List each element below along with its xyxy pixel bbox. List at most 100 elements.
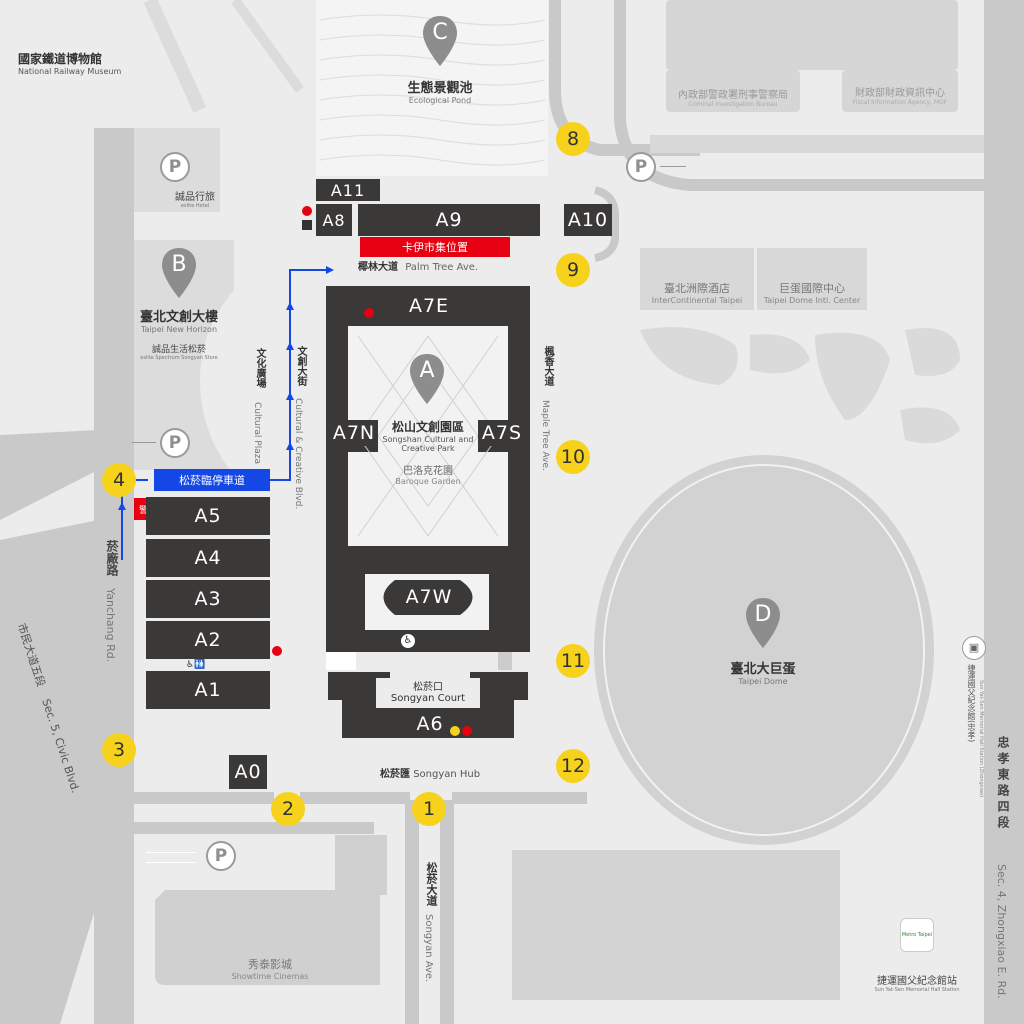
horizon-letter: B bbox=[171, 252, 187, 277]
spectrum-label: 誠品生活松菸 eslite Spectrum Songyan Store bbox=[120, 342, 238, 361]
fiscal-zh: 財政部財政資訊中心 bbox=[855, 88, 945, 99]
park-main-en1: Songshan Cultural and bbox=[382, 435, 474, 444]
hall-a11[interactable]: A11 bbox=[316, 179, 380, 201]
hall-a9[interactable]: A9 bbox=[358, 204, 540, 236]
route-arrows bbox=[118, 266, 334, 560]
park-main-zh: 松山文創園區 bbox=[391, 420, 464, 434]
intercontinental-zh: 臺北洲際酒店 bbox=[664, 282, 730, 295]
park-main-letter: A bbox=[419, 358, 435, 383]
hub-label: 松菸匯 Songyan Hub bbox=[380, 765, 480, 780]
museum-en: National Railway Museum bbox=[18, 67, 122, 76]
mrt-label: 捷運國父紀念館站 Sun Yat-Sen Memorial Hall Stati… bbox=[862, 972, 972, 993]
baroque-en: Baroque Garden bbox=[395, 477, 461, 486]
intercontinental-en: InterContinental Taipei bbox=[651, 296, 743, 305]
gate-2[interactable]: 2 bbox=[271, 792, 305, 826]
horizon-label: 臺北文創大樓 Taipei New Horizon bbox=[120, 306, 238, 334]
gate-9[interactable]: 9 bbox=[556, 253, 590, 287]
songyan-ave-en: Songyan Ave. bbox=[423, 914, 434, 983]
cultural-plaza-en: Cultural Plaza bbox=[252, 402, 262, 464]
police-label: 內政部警政署刑事警察局 Criminal Investigation Burea… bbox=[666, 86, 800, 108]
fiscal-label: 財政部財政資訊中心 Fiscal Information Agency, MOF bbox=[842, 84, 958, 106]
dome-center-en: Taipei Dome Intl. Center bbox=[763, 296, 861, 305]
atm-icon bbox=[462, 726, 472, 736]
parking-icon[interactable]: P bbox=[160, 152, 190, 182]
palm-label: 椰林大道 Palm Tree Ave. bbox=[358, 258, 478, 273]
cinema-zh: 秀泰影城 bbox=[248, 958, 292, 971]
hall-a6[interactable]: A6 bbox=[416, 713, 444, 735]
dome-letter: D bbox=[754, 602, 772, 627]
pond-en: Ecological Pond bbox=[408, 96, 472, 105]
palm-zh: 椰林大道 bbox=[358, 262, 398, 273]
hall-a7w[interactable]: A7W bbox=[405, 586, 453, 608]
atm-icon bbox=[364, 308, 374, 318]
court-zh: 松菸口 bbox=[413, 682, 443, 693]
court-label: 松菸口 Songyan Court bbox=[376, 678, 480, 704]
two-way-arrow-icon bbox=[146, 852, 196, 853]
cinema-label: 秀泰影城 Showtime Cinemas bbox=[210, 956, 330, 981]
hall-a7e[interactable]: A7E bbox=[400, 292, 458, 320]
two-way-arrow-icon bbox=[132, 442, 156, 443]
baroque-garden-pattern bbox=[357, 335, 499, 537]
horizon-zh: 臺北文創大樓 bbox=[139, 310, 218, 325]
gate-1[interactable]: 1 bbox=[412, 792, 446, 826]
museum-zh: 國家鐵道博物館 bbox=[18, 52, 103, 66]
bus-en: Sun Yat-Sen Memorial Hall Station (Zhong… bbox=[978, 680, 984, 798]
parking-lane-label: 松菸臨停車道 bbox=[154, 469, 270, 491]
two-way-arrow-icon bbox=[660, 166, 686, 167]
location-pin-icon[interactable] bbox=[421, 14, 459, 68]
hall-a4[interactable]: A4 bbox=[146, 539, 270, 577]
pond-label: 生態景觀池 Ecological Pond bbox=[380, 77, 500, 105]
dome-en: Taipei Dome bbox=[738, 677, 788, 686]
parking-icon[interactable]: P bbox=[206, 841, 236, 871]
bus-zh: 捷運國父紀念館(忠孝) bbox=[967, 664, 976, 743]
hub-zh: 松菸匯 bbox=[380, 769, 410, 780]
dome-zh: 臺北大巨蛋 bbox=[730, 662, 796, 677]
police-en: Criminal Investigation Bureau bbox=[688, 101, 778, 108]
gate-11[interactable]: 11 bbox=[556, 644, 590, 678]
park-main-en2: Creative Park bbox=[401, 444, 455, 453]
creative-blvd-zh: 文創大街 bbox=[295, 346, 306, 386]
pond-letter: C bbox=[432, 20, 448, 45]
hub-en: Songyan Hub bbox=[413, 769, 481, 780]
songyan-ave-zh: 松菸大道 bbox=[425, 862, 438, 906]
park-main-label: 松山文創園區 Songshan Cultural and Creative Pa… bbox=[378, 418, 478, 453]
hall-a1[interactable]: A1 bbox=[146, 671, 270, 709]
gate-10[interactable]: 10 bbox=[556, 440, 590, 474]
hall-a5[interactable]: A5 bbox=[146, 497, 270, 535]
hall-a0[interactable]: A0 bbox=[229, 755, 267, 789]
parking-icon[interactable]: P bbox=[160, 428, 190, 458]
hall-a7n[interactable]: A7N bbox=[330, 420, 378, 446]
cinema-en: Showtime Cinemas bbox=[231, 972, 309, 981]
parking-icon[interactable]: P bbox=[626, 152, 656, 182]
restroom-icon: ♿🚻 bbox=[186, 660, 206, 670]
location-pin-icon[interactable] bbox=[744, 596, 782, 650]
baroque-zh: 巴洛克花園 bbox=[403, 466, 453, 477]
pond-zh: 生態景觀池 bbox=[407, 81, 473, 96]
cultural-plaza-zh: 文化廣場 bbox=[254, 348, 265, 388]
gate-4[interactable]: 4 bbox=[102, 463, 136, 497]
gate-12[interactable]: 12 bbox=[556, 749, 590, 783]
gate-3[interactable]: 3 bbox=[102, 733, 136, 767]
hall-a7s[interactable]: A7S bbox=[478, 420, 526, 446]
eslite-hotel-zh: 誠品行旅 bbox=[175, 192, 215, 203]
yanchang-zh: 菸廠路 bbox=[105, 540, 119, 576]
museum-label: 國家鐵道博物館 National Railway Museum bbox=[18, 50, 121, 76]
market-label: 卡伊市集位置 bbox=[360, 237, 510, 257]
spectrum-zh: 誠品生活松菸 bbox=[151, 345, 206, 355]
dome-center-label: 巨蛋國際中心 Taipei Dome Intl. Center bbox=[757, 280, 867, 305]
zhongxiao-zh: 忠孝東路四段 bbox=[996, 736, 1010, 832]
gate-8[interactable]: 8 bbox=[556, 122, 590, 156]
location-pin-icon[interactable] bbox=[160, 246, 198, 300]
bus-icon[interactable]: ▣ bbox=[962, 636, 986, 660]
dome-center-zh: 巨蛋國際中心 bbox=[779, 282, 845, 295]
hall-a3[interactable]: A3 bbox=[146, 580, 270, 618]
dome-label: 臺北大巨蛋 Taipei Dome bbox=[708, 658, 818, 686]
court-en: Songyan Court bbox=[390, 693, 466, 704]
hall-a8[interactable]: A8 bbox=[316, 204, 352, 236]
hall-a2[interactable]: A2 bbox=[146, 621, 270, 659]
maple-en: Maple Tree Ave. bbox=[540, 400, 550, 471]
location-pin-icon[interactable] bbox=[408, 352, 446, 406]
hall-a10[interactable]: A10 bbox=[564, 204, 612, 236]
